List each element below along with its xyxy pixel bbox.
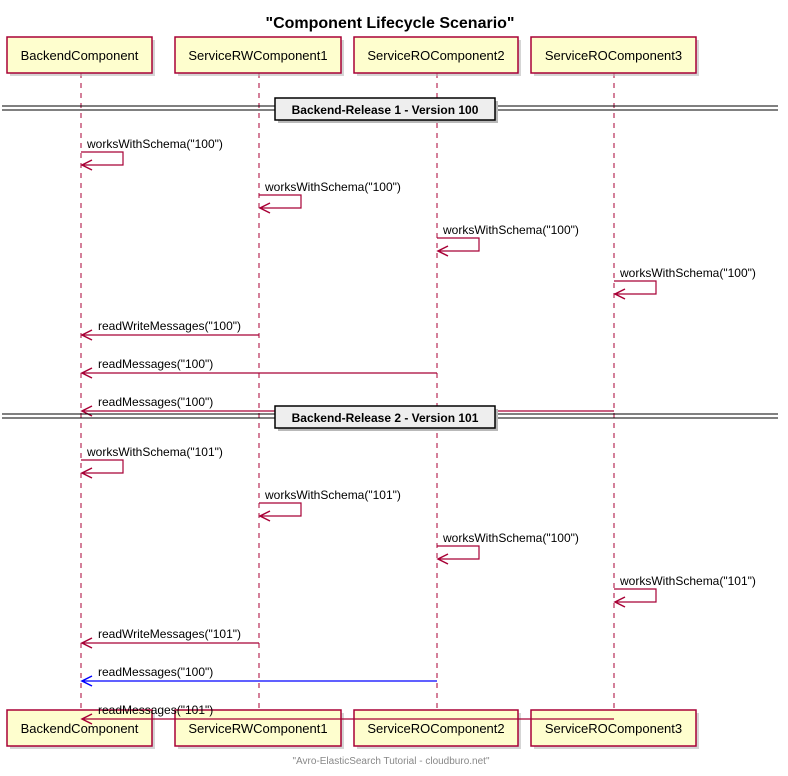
section-1: Backend-Release 1 - Version 100 worksWith…	[2, 97, 778, 417]
message-1-1: worksWithSchema("100")	[80, 137, 223, 171]
divider-label: Backend-Release 1 - Version 100	[292, 103, 479, 117]
arrowhead	[436, 245, 449, 257]
participant-box	[174, 709, 342, 747]
message-label: readMessages("100")	[98, 665, 213, 679]
arrowhead	[80, 329, 93, 341]
message-2-3: worksWithSchema("100")	[436, 531, 579, 565]
participant-box	[6, 709, 153, 747]
message-label: worksWithSchema("101")	[619, 574, 756, 588]
message-label: worksWithSchema("100")	[442, 223, 579, 237]
participant-label: ServiceROComponent3	[545, 721, 682, 736]
message-label: worksWithSchema("101")	[86, 445, 223, 459]
participant-label: ServiceROComponent2	[367, 721, 504, 736]
message-1-6: readMessages("100")	[80, 357, 437, 379]
message-1-2: worksWithSchema("100")	[258, 180, 401, 214]
divider-box	[274, 405, 496, 429]
divider-box	[274, 97, 496, 121]
participant-box	[530, 709, 697, 747]
participant-top-backend[interactable]: BackendComponent	[6, 36, 155, 76]
message-label: worksWithSchema("101")	[264, 488, 401, 502]
arrowhead	[258, 510, 271, 522]
message-label: worksWithSchema("100")	[264, 180, 401, 194]
message-arrow	[81, 459, 124, 474]
sections: Backend-Release 1 - Version 100 worksWith…	[2, 97, 778, 725]
message-2-6: readMessages("100")	[80, 665, 437, 687]
participant-label: ServiceROComponent2	[367, 48, 504, 63]
participant-box	[530, 36, 697, 74]
participant-bottom-ro2[interactable]: ServiceROComponent2	[353, 709, 521, 749]
message-1-3: worksWithSchema("100")	[436, 223, 579, 257]
message-label: worksWithSchema("100")	[86, 137, 223, 151]
message-arrow	[259, 194, 302, 209]
message-arrow	[437, 545, 480, 560]
participant-box	[353, 36, 519, 74]
diagram-title: "Component Lifecycle Scenario"	[265, 15, 514, 32]
participant-label: BackendComponent	[21, 721, 139, 736]
message-2-1: worksWithSchema("101")	[80, 445, 223, 479]
participant-label: BackendComponent	[21, 48, 139, 63]
divider-label: Backend-Release 2 - Version 101	[292, 411, 479, 425]
message-arrow	[81, 151, 124, 166]
message-label: worksWithSchema("100")	[442, 531, 579, 545]
message-1-4: worksWithSchema("100")	[613, 266, 756, 300]
message-label: readWriteMessages("100")	[98, 319, 241, 333]
participant-box	[174, 36, 342, 74]
participant-bottom-ro3[interactable]: ServiceROComponent3	[530, 709, 699, 749]
message-label: worksWithSchema("100")	[619, 266, 756, 280]
participants-top: BackendComponent ServiceRWComponent1 Servi…	[6, 36, 699, 76]
message-label: readMessages("100")	[98, 395, 213, 409]
participant-top-rw1[interactable]: ServiceRWComponent1	[174, 36, 344, 76]
message-1-5: readWriteMessages("100")	[80, 319, 259, 341]
message-arrow	[437, 237, 480, 252]
arrowhead	[80, 159, 93, 171]
message-arrow	[259, 502, 302, 517]
message-arrow	[614, 588, 657, 603]
message-arrow	[614, 280, 657, 295]
arrowhead	[80, 637, 93, 649]
message-2-4: worksWithSchema("101")	[613, 574, 756, 608]
arrowhead	[613, 288, 626, 300]
message-label: readMessages("101")	[98, 703, 213, 717]
section-2: Backend-Release 2 - Version 101 worksWith…	[2, 405, 778, 725]
participant-box	[6, 36, 153, 74]
message-label: readMessages("100")	[98, 357, 213, 371]
arrowhead	[80, 713, 93, 725]
message-2-7: readMessages("101")	[80, 703, 614, 725]
arrowhead	[80, 467, 93, 479]
message-label: readWriteMessages("101")	[98, 627, 241, 641]
participant-label: ServiceRWComponent1	[188, 721, 327, 736]
participant-top-ro2[interactable]: ServiceROComponent2	[353, 36, 521, 76]
lifelines	[80, 73, 615, 710]
message-2-5: readWriteMessages("101")	[80, 627, 259, 649]
arrowhead	[80, 675, 93, 687]
diagram-footer: "Avro-ElasticSearch Tutorial - cloudburo…	[292, 756, 489, 767]
participant-label: ServiceRWComponent1	[188, 48, 327, 63]
participant-bottom-backend[interactable]: BackendComponent	[6, 709, 155, 749]
arrowhead	[613, 596, 626, 608]
arrowhead	[258, 202, 271, 214]
message-2-2: worksWithSchema("101")	[258, 488, 401, 522]
arrowhead	[80, 367, 93, 379]
arrowhead	[436, 553, 449, 565]
participant-top-ro3[interactable]: ServiceROComponent3	[530, 36, 699, 76]
participant-box	[353, 709, 519, 747]
participant-label: ServiceROComponent3	[545, 48, 682, 63]
